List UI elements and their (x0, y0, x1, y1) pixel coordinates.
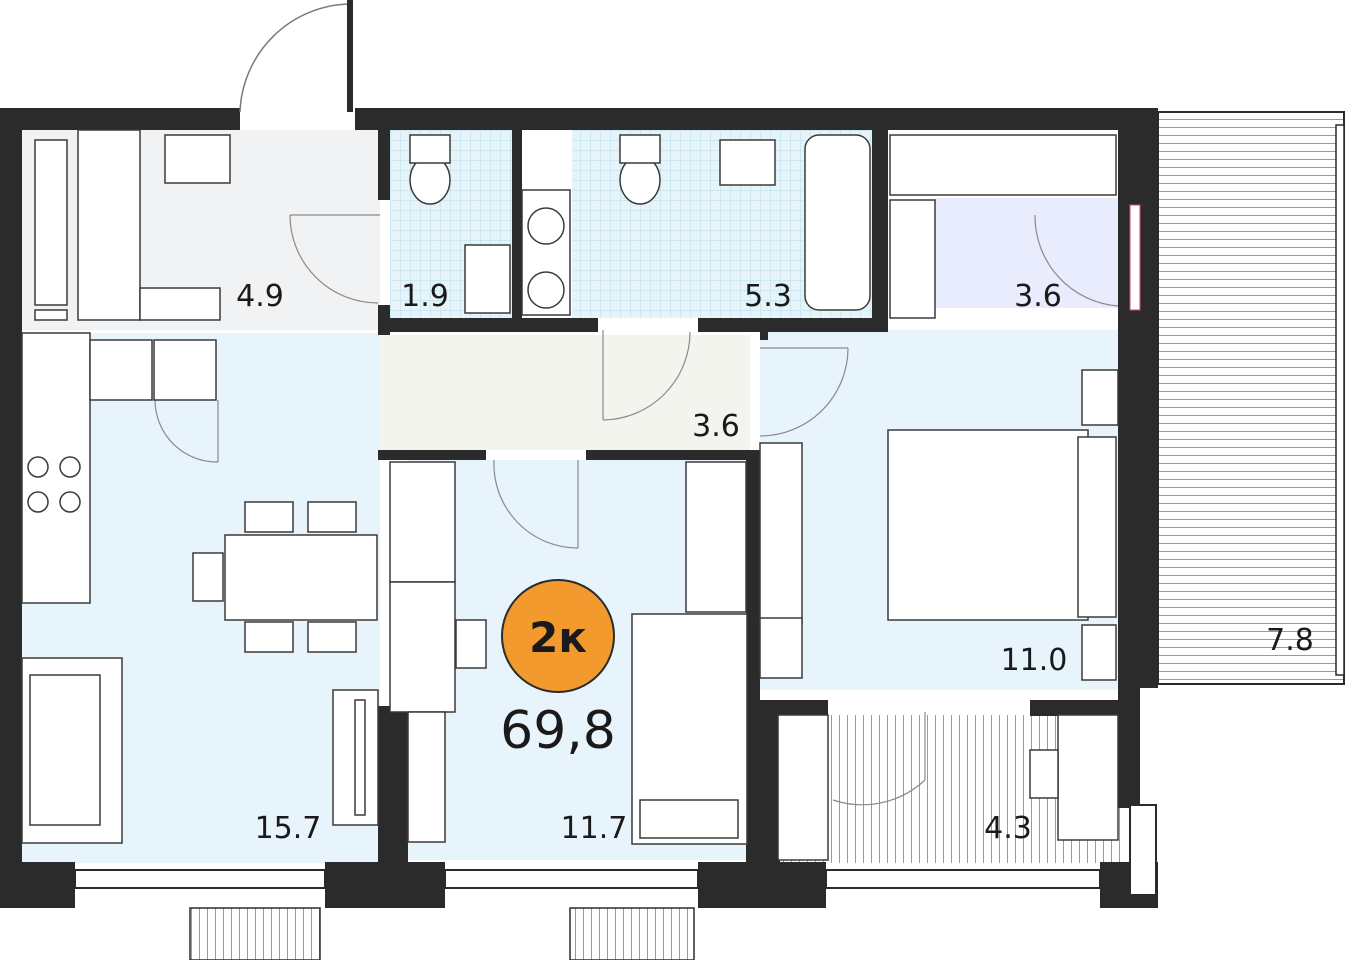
corridor-area-label: 3.6 (692, 409, 740, 444)
storage-door-frame (1129, 204, 1141, 311)
kitchen-living-area-label: 15.7 (255, 811, 322, 846)
storage-area-label: 3.6 (1014, 279, 1062, 314)
apartment-type: 2к (529, 613, 587, 662)
apartment-badge: 2к 69,8 (500, 579, 616, 761)
bedroom-large-area-label: 11.0 (1001, 643, 1068, 678)
storage-inner (935, 198, 1118, 308)
balcony (1157, 111, 1345, 685)
walls (0, 108, 1158, 908)
entrance-door (239, 0, 353, 113)
outside-railings (189, 907, 695, 961)
furniture (21, 129, 1119, 861)
balcony-area-label: 7.8 (1266, 623, 1314, 658)
bedroom-small-area-label: 11.7 (561, 811, 628, 846)
windows (74, 804, 1157, 896)
total-area: 69,8 (500, 701, 616, 761)
wc-area-label: 1.9 (401, 279, 449, 314)
door-swings (154, 214, 1119, 806)
badge-circle (501, 579, 615, 693)
corridor-floor (380, 335, 750, 450)
bathroom-area-label: 5.3 (744, 279, 792, 314)
loggia-area-label: 4.3 (984, 811, 1032, 846)
hall-area-label: 4.9 (236, 279, 284, 314)
